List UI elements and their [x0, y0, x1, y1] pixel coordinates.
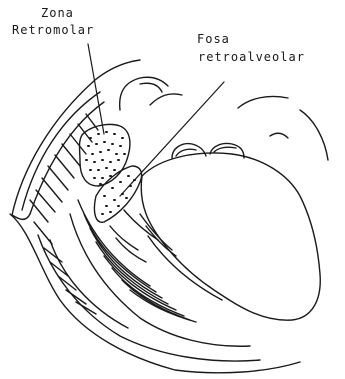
retromolar-label-line2: Retromolar [12, 24, 94, 37]
retroalveolar-label-line2: retroalveolar [198, 51, 305, 64]
cheek-mucosa [10, 60, 300, 373]
retroalveolar-leader [120, 82, 224, 196]
leader-lines [88, 44, 224, 196]
retromolar-label-line1: Zona [41, 7, 74, 20]
retromolar-pad [80, 124, 130, 186]
retroalveolar-label-line1: Fosa [197, 33, 230, 46]
tongue [141, 153, 320, 320]
floor-striations [70, 200, 250, 346]
